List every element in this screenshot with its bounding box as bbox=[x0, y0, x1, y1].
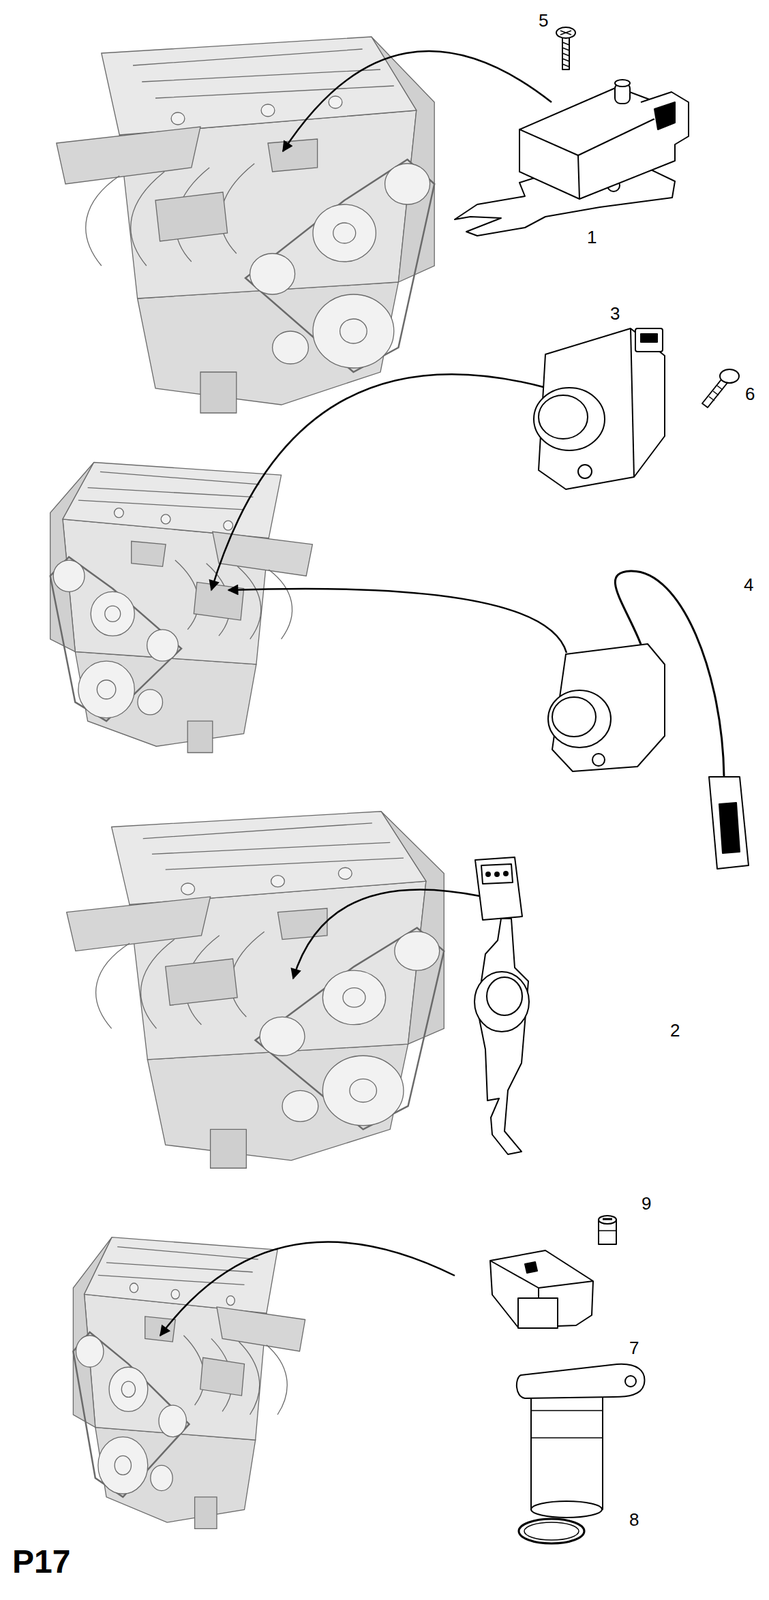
engine-line bbox=[95, 1428, 256, 1524]
engine-pulley bbox=[338, 867, 352, 880]
engine-sketch bbox=[50, 462, 313, 754]
engine-pulley bbox=[259, 1017, 305, 1057]
engine-pulley bbox=[340, 319, 368, 344]
sensor-body bbox=[533, 328, 665, 490]
callout-number: 6 bbox=[745, 385, 755, 403]
engine-sketch bbox=[66, 811, 445, 1169]
speed-sensor bbox=[490, 1250, 645, 1519]
callout-number: 9 bbox=[641, 1195, 652, 1213]
sensor-bracket bbox=[454, 79, 689, 236]
engine-pulley bbox=[171, 112, 185, 125]
engine-line bbox=[147, 1044, 408, 1161]
engine-line bbox=[194, 1497, 217, 1530]
engine-line bbox=[216, 1307, 306, 1352]
page-code: P17 bbox=[12, 1546, 71, 1579]
engine-pulley bbox=[129, 1283, 138, 1294]
engine-pulley bbox=[342, 988, 366, 1008]
engine-pulley bbox=[226, 1296, 235, 1307]
sensor-with-cable bbox=[548, 571, 749, 870]
engine-pulley bbox=[322, 1056, 404, 1126]
engine-line bbox=[200, 372, 237, 414]
engine-line bbox=[66, 897, 211, 952]
callout-number: 1 bbox=[586, 228, 597, 247]
callout-number: 5 bbox=[538, 11, 549, 30]
engine-pulley bbox=[223, 520, 234, 531]
engine-pulley bbox=[250, 253, 296, 295]
engine-pulley bbox=[160, 514, 171, 525]
engine-pulley bbox=[271, 876, 285, 888]
engine-pulley bbox=[150, 1465, 173, 1491]
engine-pulley bbox=[75, 1336, 104, 1369]
callout-number: 8 bbox=[629, 1511, 639, 1530]
engine-line bbox=[245, 159, 435, 373]
engine-pulley bbox=[114, 508, 125, 519]
callout-number: 3 bbox=[610, 304, 620, 323]
engine-pulley bbox=[114, 1456, 131, 1476]
engine-pulley bbox=[90, 591, 135, 637]
engine-pulley bbox=[312, 294, 395, 369]
engine-pulley bbox=[181, 883, 195, 896]
engine-pulley bbox=[282, 1090, 319, 1123]
callout-number: 2 bbox=[670, 1021, 680, 1040]
sensor-parts bbox=[454, 27, 749, 1545]
engine-pulley bbox=[121, 1381, 135, 1398]
o-ring bbox=[518, 1519, 585, 1545]
engine-pulley bbox=[394, 931, 440, 971]
engine-pulley bbox=[109, 1367, 148, 1412]
engine-line bbox=[50, 556, 182, 722]
engine-pulley bbox=[78, 661, 135, 718]
engine-pulley bbox=[158, 1405, 187, 1438]
engine-line bbox=[155, 139, 318, 242]
engine-pulley bbox=[137, 689, 163, 716]
engine-line bbox=[210, 1129, 247, 1169]
callout-number: 7 bbox=[629, 1339, 639, 1358]
engine-pulley bbox=[328, 96, 343, 109]
engine-line bbox=[137, 282, 399, 405]
sensor-bracket bbox=[474, 857, 530, 1155]
engine-line bbox=[101, 36, 417, 135]
engine-pulley bbox=[333, 222, 356, 244]
callout-number: 4 bbox=[743, 576, 754, 594]
engine-line bbox=[84, 1238, 279, 1315]
engine-line bbox=[165, 908, 328, 1006]
engine-pulley bbox=[312, 204, 376, 262]
engine-pulley bbox=[322, 970, 386, 1026]
engine-line bbox=[143, 823, 404, 870]
engine-pulley bbox=[385, 163, 431, 205]
engine-pulley bbox=[349, 1079, 378, 1103]
engine-line bbox=[145, 1317, 245, 1397]
screw bbox=[702, 369, 740, 408]
engine-line bbox=[212, 531, 313, 577]
engine-pulley bbox=[147, 629, 179, 662]
engine-pulley bbox=[171, 1289, 180, 1300]
engine-line bbox=[111, 811, 427, 906]
engine-line bbox=[131, 541, 245, 621]
engine-pulley bbox=[104, 606, 121, 622]
engine-pulley bbox=[53, 560, 85, 592]
engine-line bbox=[74, 651, 257, 747]
engine-line bbox=[255, 927, 445, 1130]
screw bbox=[598, 1216, 617, 1245]
pointer-arrows bbox=[160, 51, 567, 1337]
engine-pulley bbox=[98, 1437, 148, 1496]
engine-sketch bbox=[56, 36, 435, 414]
screw bbox=[556, 27, 576, 70]
engine-line bbox=[72, 1332, 189, 1498]
engine-drawings bbox=[50, 36, 445, 1530]
engine-pulley bbox=[96, 680, 116, 700]
engine-sketch bbox=[72, 1238, 305, 1530]
engine-pulley bbox=[261, 104, 275, 117]
engine-pulley bbox=[272, 331, 309, 365]
engine-line bbox=[187, 721, 213, 753]
engine-line bbox=[78, 471, 260, 510]
engine-line bbox=[56, 126, 201, 185]
engine-line bbox=[98, 1247, 259, 1286]
